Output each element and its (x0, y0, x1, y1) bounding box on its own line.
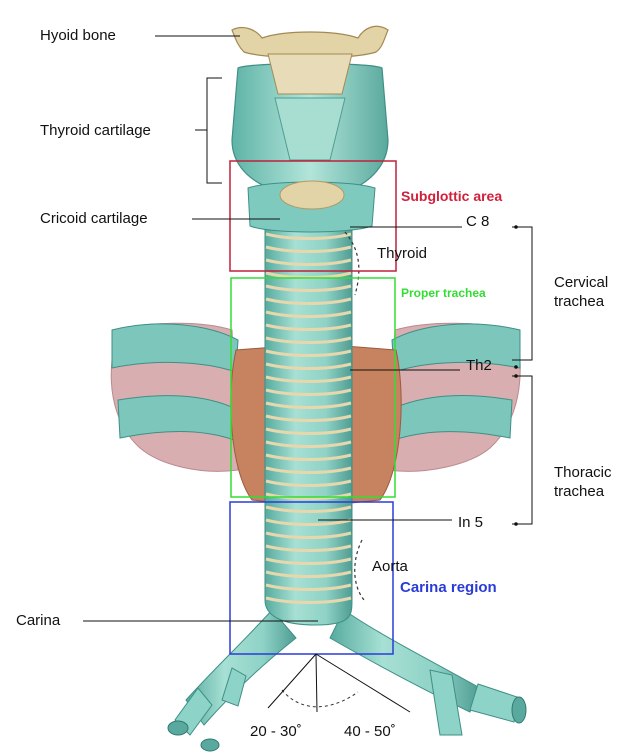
label-hyoid-bone: Hyoid bone (40, 28, 116, 43)
leader-dots (514, 225, 518, 526)
label-c8: C 8 (466, 214, 489, 229)
hyoid-bone-shape (232, 26, 388, 58)
region-label-carina: Carina region (400, 580, 497, 595)
label-carina: Carina (16, 613, 60, 628)
label-cricoid-cartilage: Cricoid cartilage (40, 211, 148, 226)
pleura-left (111, 323, 238, 471)
region-label-subglottic: Subglottic area (401, 189, 502, 203)
label-angle-left: 40 - 50˚ (344, 724, 396, 739)
label-aorta: Aorta (372, 559, 408, 574)
label-thyroid: Thyroid (377, 246, 427, 261)
label-thyroid-cartilage: Thyroid cartilage (40, 123, 151, 138)
label-angle-right: 20 - 30˚ (250, 724, 302, 739)
label-in5: In 5 (458, 515, 483, 530)
label-thoracic-trachea: Thoracic trachea (554, 464, 612, 502)
label-cervical-trachea: Cervical trachea (554, 274, 608, 312)
pleura-right (388, 323, 520, 471)
region-label-proper-trachea: Proper trachea (401, 287, 486, 299)
label-th2: Th2 (466, 358, 492, 373)
right-main-bronchus (330, 610, 526, 735)
